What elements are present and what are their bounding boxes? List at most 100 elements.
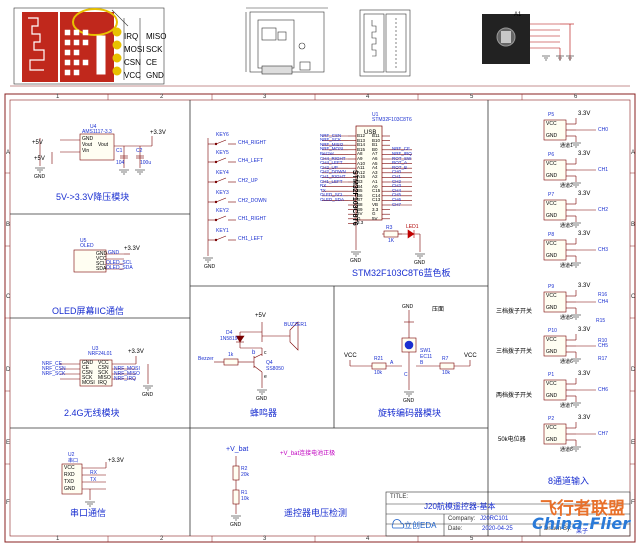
mcu-pin-left: 5V <box>357 211 363 217</box>
nrf-pin: SCK <box>146 45 163 54</box>
header-pin: GND <box>546 437 558 443</box>
res-label: R16 <box>598 292 608 298</box>
rotary-ref: A1 <box>514 12 522 18</box>
nrf-pin: MOSI <box>124 45 145 54</box>
mcu-pin-left: B13 <box>357 137 366 143</box>
mcu-pin-left: B12 <box>357 133 366 138</box>
voltage-gnd: GND <box>230 522 242 528</box>
drawn-key: Drawn By: <box>544 526 572 532</box>
mcu-net-right: CH1 <box>392 173 402 179</box>
r21-ref: R21 <box>374 356 384 362</box>
eda-logo-text: 立创EDA <box>404 521 437 530</box>
mcu-pin-right: A3 <box>372 169 378 175</box>
wire <box>215 215 227 221</box>
frame-letter: A <box>6 150 11 156</box>
r1-val: 10k <box>241 496 250 502</box>
buzzer-net: Bezzer <box>198 356 214 362</box>
mcu-pin-left: B15 <box>357 146 366 152</box>
frame-number: 6 <box>574 94 578 100</box>
u4-pin: Vout <box>82 142 93 148</box>
mcu-pin-right: A7 <box>372 151 378 157</box>
u4-pin: GND <box>82 136 94 142</box>
side-view-drawing <box>359 9 411 77</box>
wire <box>215 157 227 163</box>
mcu-pin-left: B7 <box>357 197 363 203</box>
mcu-net-left: CH4_RIGHT <box>320 155 346 161</box>
mcu-pin-right: A2 <box>372 174 378 180</box>
switch-label: 50k电位器 <box>498 437 526 443</box>
mcu-pin-left: A9 <box>357 156 363 161</box>
mcu-net-right: CH2 <box>392 178 402 184</box>
u4-pin: Vin <box>82 148 90 154</box>
key-ref: KEY1 <box>216 228 229 234</box>
gnd-symbols-power <box>35 167 145 175</box>
header-ref: P10 <box>548 328 557 334</box>
header-pin: GND <box>546 133 558 139</box>
block-title-buzzer: 蜂鸣器 <box>250 408 278 418</box>
mcu-pin-left: B5 <box>357 188 363 194</box>
channel-label: 通道3 <box>560 223 573 229</box>
key-contact <box>214 238 218 242</box>
keys-gnd: GND <box>204 264 216 270</box>
frame-number: 5 <box>470 536 474 542</box>
frame-number: 5 <box>470 94 474 100</box>
mcu-pin-right: A0 <box>372 183 378 189</box>
mcu-net-left: RX <box>320 183 327 189</box>
q4-ref: Q4 <box>266 360 273 366</box>
power-33v-net: +3.3V <box>150 130 166 136</box>
u4-ref: U4 <box>90 124 97 130</box>
mcu-pin-left: A11 <box>357 165 365 171</box>
u4-pin: Vout <box>98 142 109 148</box>
mcu-net-left: Bezzer <box>320 150 335 156</box>
oled-net: GND <box>108 250 120 256</box>
frame-letter: D <box>631 367 636 373</box>
key-contact <box>214 218 218 222</box>
channel-label: 通道7 <box>560 403 573 409</box>
rf-pin-l: CE <box>82 365 89 371</box>
serial-pin: RXD <box>64 472 75 478</box>
mcu-pin-right: G <box>372 211 376 217</box>
header-pin: GND <box>546 349 558 355</box>
mcu-pin-left: 3.3 <box>357 220 364 226</box>
channel-net: CH6 <box>598 387 609 393</box>
nrf-pin: CE <box>146 58 158 67</box>
mcu-net-right: CH6 <box>392 196 402 202</box>
mcu-pin-right: B0 <box>372 146 378 152</box>
frame-letter: E <box>631 440 636 446</box>
oled-net: OLED_SDA <box>106 265 133 271</box>
key-net: CH2_UP <box>238 178 258 184</box>
rf-net-l: NRF_CE <box>42 361 63 367</box>
key-ref: KEY5 <box>216 150 229 156</box>
header-pin: VCC <box>546 381 557 387</box>
oled-mechanical-drawing <box>245 7 328 75</box>
buzzer-name: BUZZER1 <box>284 322 307 328</box>
switch-label: 两档拨子开关 <box>496 393 533 399</box>
frame-number: 1 <box>56 536 60 542</box>
key-ref: KEY4 <box>216 170 229 176</box>
header-ref: P6 <box>548 152 555 158</box>
frame-letter: D <box>6 367 11 373</box>
channel-label: 通道5 <box>560 315 573 321</box>
gnd-symbol <box>571 182 581 188</box>
q4-c: c <box>264 350 267 356</box>
header-pin: GND <box>546 393 558 399</box>
mcu-net-left: NRF_MISO <box>320 141 344 147</box>
company-value: J20RC101 <box>480 516 509 522</box>
rf-pin-r: MISO <box>98 375 111 381</box>
header-pin: GND <box>546 173 558 179</box>
mcu-net-left: OLED_SDA <box>320 196 345 202</box>
mcu-usb-label: USB <box>364 130 377 136</box>
channel-label: 通道1 <box>560 143 573 149</box>
mcu-pin-right: C15 <box>372 188 381 194</box>
key-contact <box>214 180 218 184</box>
mcu-net-right: NRF_IRQ <box>392 150 412 156</box>
rf-net-r: NRF_MOSI <box>114 366 140 372</box>
mcu-net-right: ROT_B <box>392 164 408 170</box>
mcu-net-right: CH4 <box>392 187 402 193</box>
nrf-pins-col2: MISO SCK CE GND <box>146 30 166 82</box>
mcu-pin-right: B11 <box>372 133 380 138</box>
rf-pin-l: MOSI <box>82 380 95 386</box>
header-v33: 3.3V <box>578 327 591 333</box>
nrf-module-drawing <box>13 7 165 85</box>
encoder-net: C <box>404 372 408 378</box>
